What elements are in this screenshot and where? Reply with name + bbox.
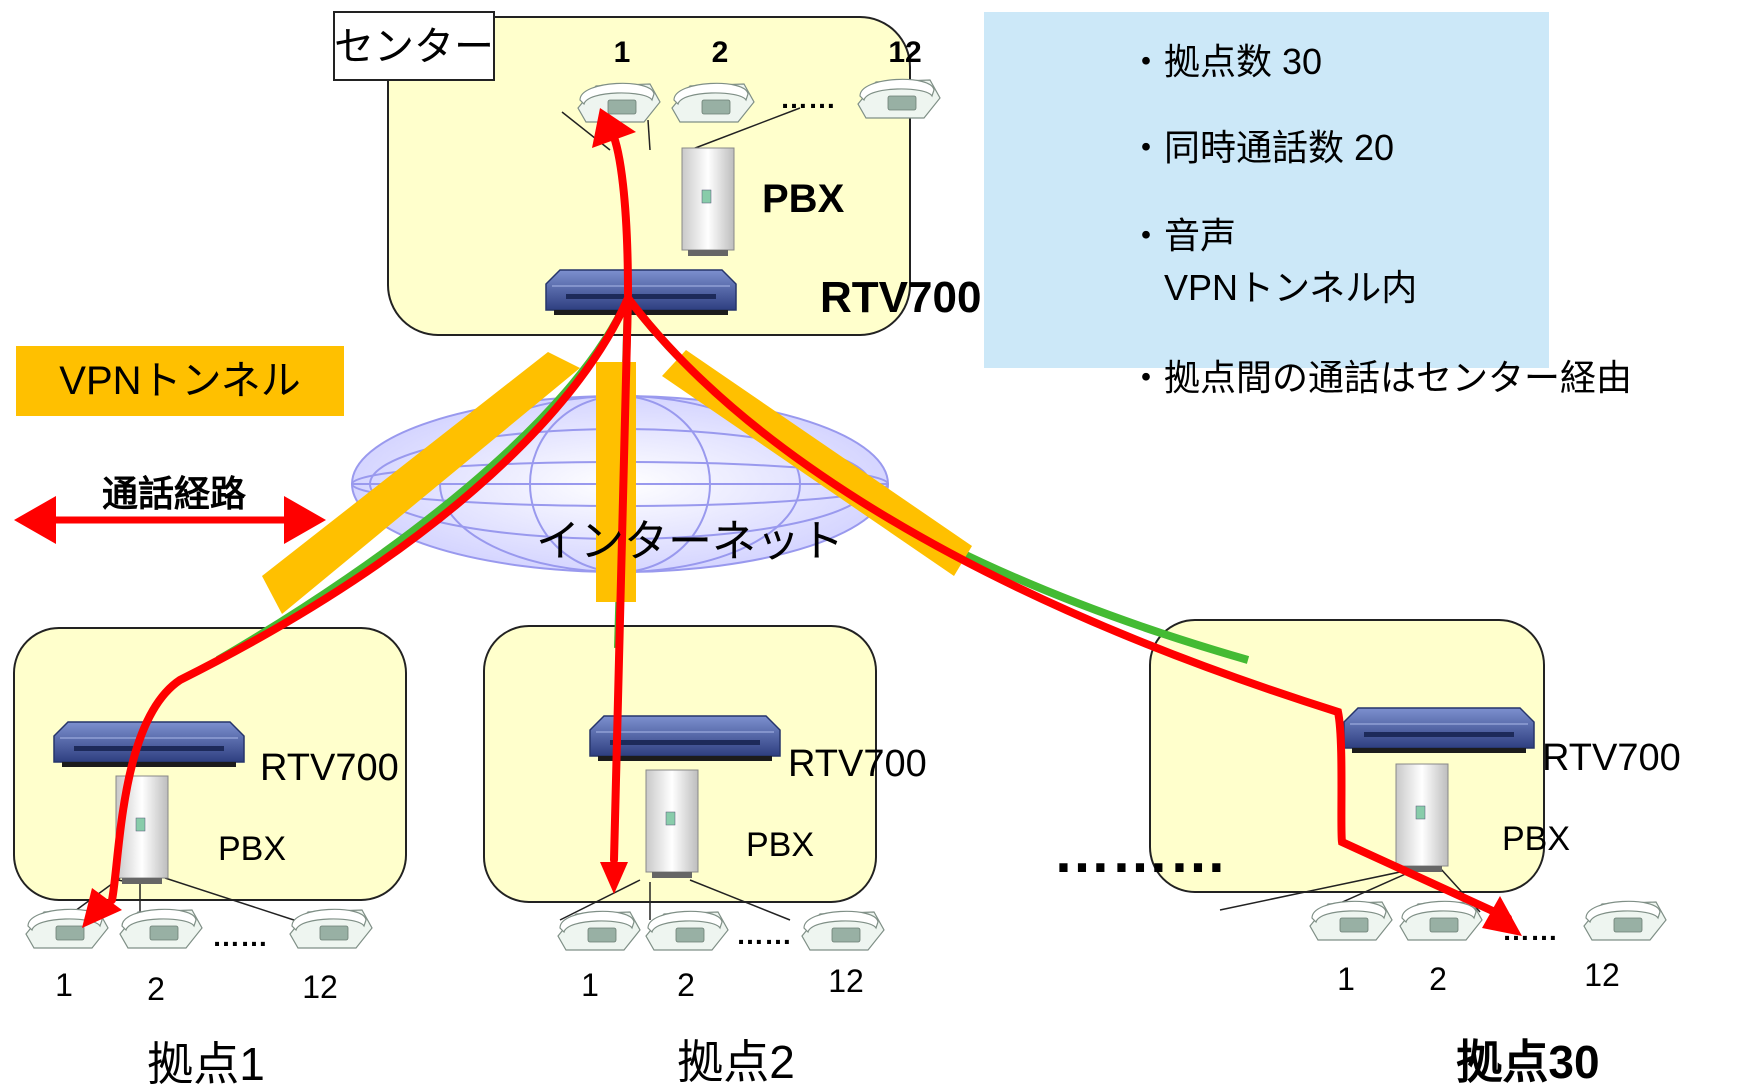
site-1-name: 拠点1 <box>147 1038 265 1090</box>
site-30-phone-12-icon <box>1583 900 1667 941</box>
site-30-pbx-icon <box>1395 763 1449 873</box>
site-1-phone-2-label: 2 <box>147 971 165 1007</box>
center-phone-12-label: 12 <box>888 36 921 69</box>
center-pbx-icon <box>681 147 735 257</box>
site-1-phone-12-icon <box>289 908 373 949</box>
site-30-phone-dots: …… <box>1502 915 1558 946</box>
site-2-name: 拠点2 <box>677 1036 795 1088</box>
center-phone-12-icon <box>857 78 941 119</box>
center-pbx-label: PBX <box>762 177 845 221</box>
site-1-phone-12-label: 12 <box>302 969 338 1005</box>
site-2-box <box>483 625 877 903</box>
center-box <box>387 16 911 336</box>
site-1-phone-2-icon <box>119 908 203 949</box>
note-voice-in-vpn: VPNトンネル内 <box>1164 267 1417 308</box>
site-30-phone-1-icon <box>1309 900 1393 941</box>
center-phone-dots: …… <box>780 83 836 114</box>
site-2-phone-dots: …… <box>736 919 792 950</box>
vpn-legend-label: VPNトンネル <box>59 359 300 403</box>
site-2-phone-1-label: 1 <box>581 967 599 1003</box>
note-voice: ・音声 <box>1128 215 1236 256</box>
internet-label: インターネット <box>536 517 844 566</box>
center-router-label: RTV700 <box>820 273 981 322</box>
site-1-router-label: RTV700 <box>260 747 399 789</box>
site-2-pbx-icon <box>645 769 699 879</box>
site-30-phone-1-label: 1 <box>1337 961 1355 997</box>
site-1-phone-dots: …… <box>212 921 268 952</box>
note-concurrent-calls: ・同時通話数 20 <box>1128 127 1394 168</box>
center-phone-2-icon <box>671 82 755 123</box>
call-route-legend-arrow-icon <box>14 496 326 544</box>
center-label-box <box>333 11 495 81</box>
note-via-center: ・拠点間の通話はセンター経由 <box>1128 357 1632 398</box>
route-arrowheads <box>82 108 1522 936</box>
call-route-legend-label: 通話経路 <box>102 473 247 514</box>
vpn-legend-box <box>16 346 344 416</box>
site-1-pbx-label: PBX <box>218 830 286 868</box>
site-1-router-icon <box>53 721 245 768</box>
site-30-phone-2-icon <box>1399 900 1483 941</box>
site-2-phone-2-icon <box>645 910 729 951</box>
center-phone-2-label: 2 <box>712 36 729 69</box>
note-sites: ・拠点数 30 <box>1128 41 1322 82</box>
site-2-phone-12-icon <box>801 910 885 951</box>
site-30-pbx-label: PBX <box>1502 820 1570 858</box>
site-2-phone-2-label: 2 <box>677 967 695 1003</box>
center-phone-1-icon <box>577 82 661 123</box>
site-1-phone-1-label: 1 <box>55 967 73 1003</box>
site-30-router-icon <box>1343 707 1535 754</box>
site-2-phone-12-label: 12 <box>828 963 864 999</box>
site-30-name: 拠点30 <box>1456 1036 1599 1088</box>
center-phone-1-label: 1 <box>614 36 631 69</box>
sites-ellipsis: ……… <box>1053 820 1227 885</box>
site-2-router-label: RTV700 <box>788 743 927 785</box>
site-30-phone-2-label: 2 <box>1429 961 1447 997</box>
site-2-phone-1-icon <box>557 910 641 951</box>
site-30-router-label: RTV700 <box>1542 737 1681 779</box>
site-30-phone-12-label: 12 <box>1584 957 1620 993</box>
notes-panel <box>984 12 1549 368</box>
site-2-pbx-label: PBX <box>746 826 814 864</box>
center-label: センター <box>334 25 494 69</box>
